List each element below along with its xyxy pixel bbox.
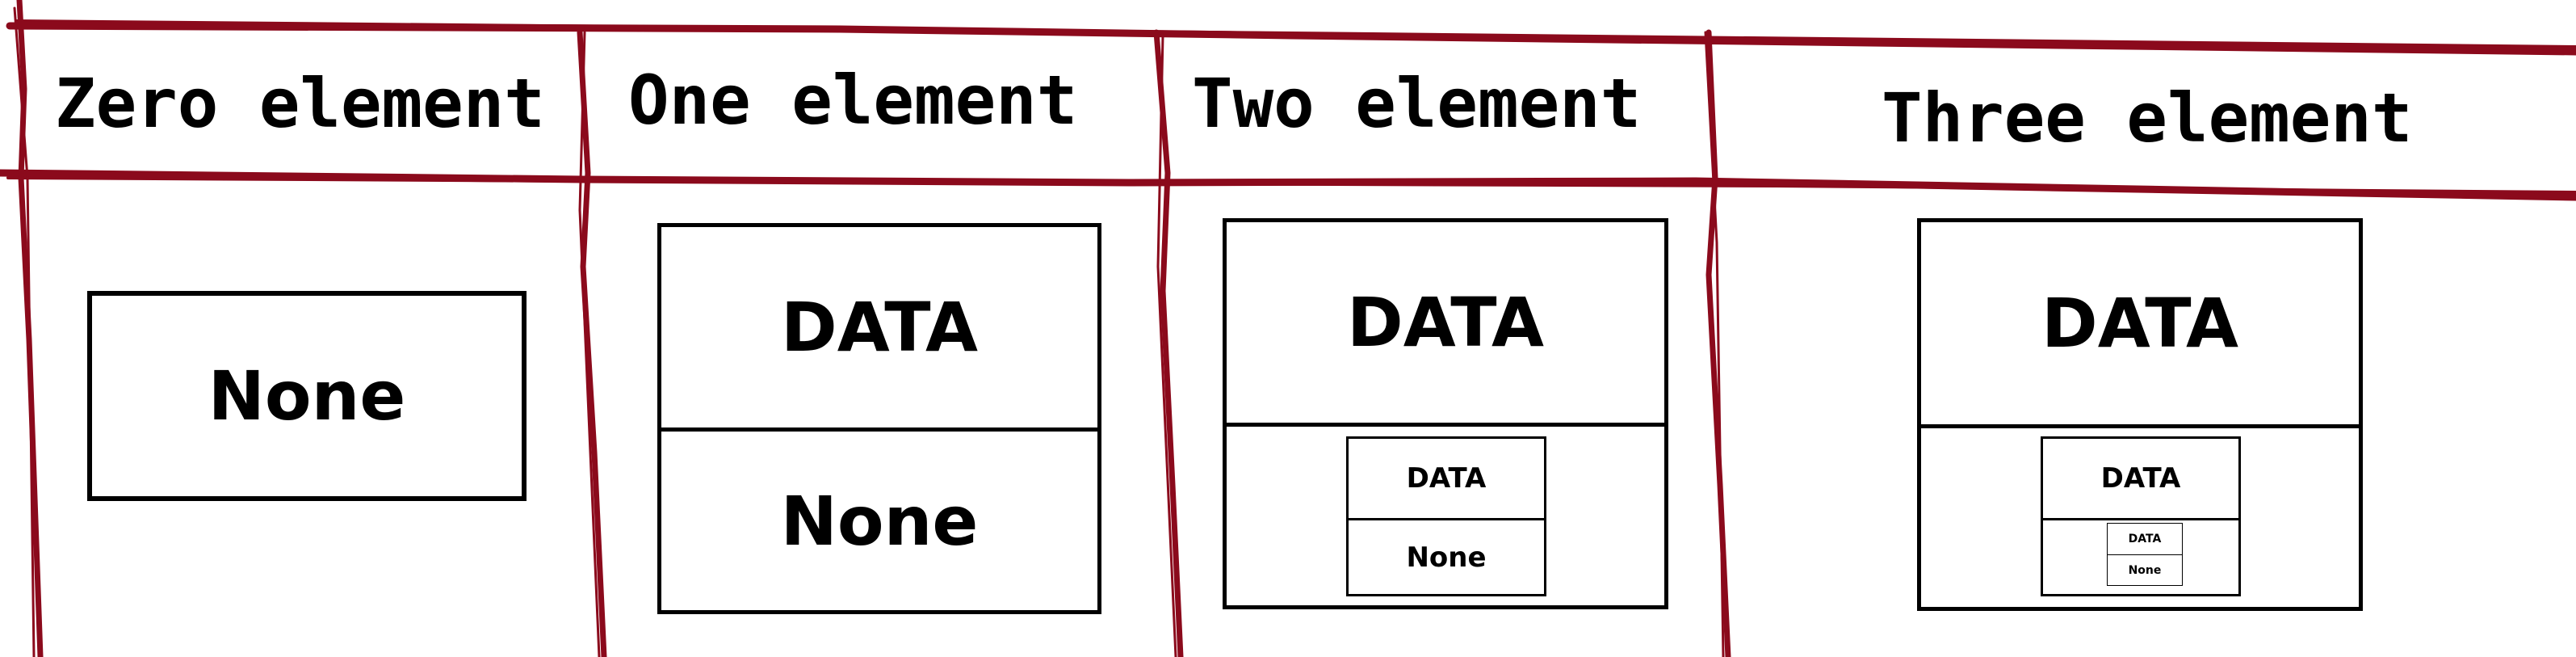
two-element-box: DATA DATA None [1223, 218, 1668, 609]
one-element-box: DATA None [657, 223, 1101, 614]
two-nested-none-label: None [1406, 541, 1487, 574]
two-nested-divider [1349, 518, 1544, 520]
two-divider [1227, 423, 1664, 427]
one-none-label: None [780, 482, 979, 561]
grid-top-border [6, 22, 2576, 56]
three-data-label: DATA [2041, 284, 2238, 363]
three-element-box: DATA DATA DATA None [1917, 218, 2363, 611]
grid-divider-2 [577, 29, 607, 657]
two-nested-data-label: DATA [1406, 462, 1487, 495]
three-nested-box: DATA DATA None [2041, 436, 2241, 596]
three-inner-data-label: DATA [2128, 533, 2162, 545]
two-nested-box: DATA None [1346, 436, 1546, 596]
zero-none-label: None [208, 356, 406, 436]
grid-divider-1 [16, 0, 44, 657]
three-inner-divider [2108, 554, 2182, 555]
zero-none-box: None [87, 291, 527, 501]
grid-divider-4 [1705, 29, 1731, 657]
column-header-zero: Zero element [55, 64, 545, 143]
one-divider [661, 427, 1097, 432]
grid-divider-3 [1153, 29, 1184, 657]
three-inner-none-label: None [2128, 563, 2162, 577]
column-header-three: Three element [1882, 78, 2413, 158]
column-header-one: One element [628, 61, 1078, 140]
one-data-label: DATA [780, 288, 978, 367]
three-nested-data-label: DATA [2100, 462, 2181, 495]
two-data-label: DATA [1346, 283, 1544, 362]
three-inner-box: DATA None [2107, 523, 2183, 586]
three-nested-divider [2043, 518, 2238, 520]
three-divider [1921, 424, 2359, 428]
column-header-two: Two element [1192, 64, 1642, 143]
